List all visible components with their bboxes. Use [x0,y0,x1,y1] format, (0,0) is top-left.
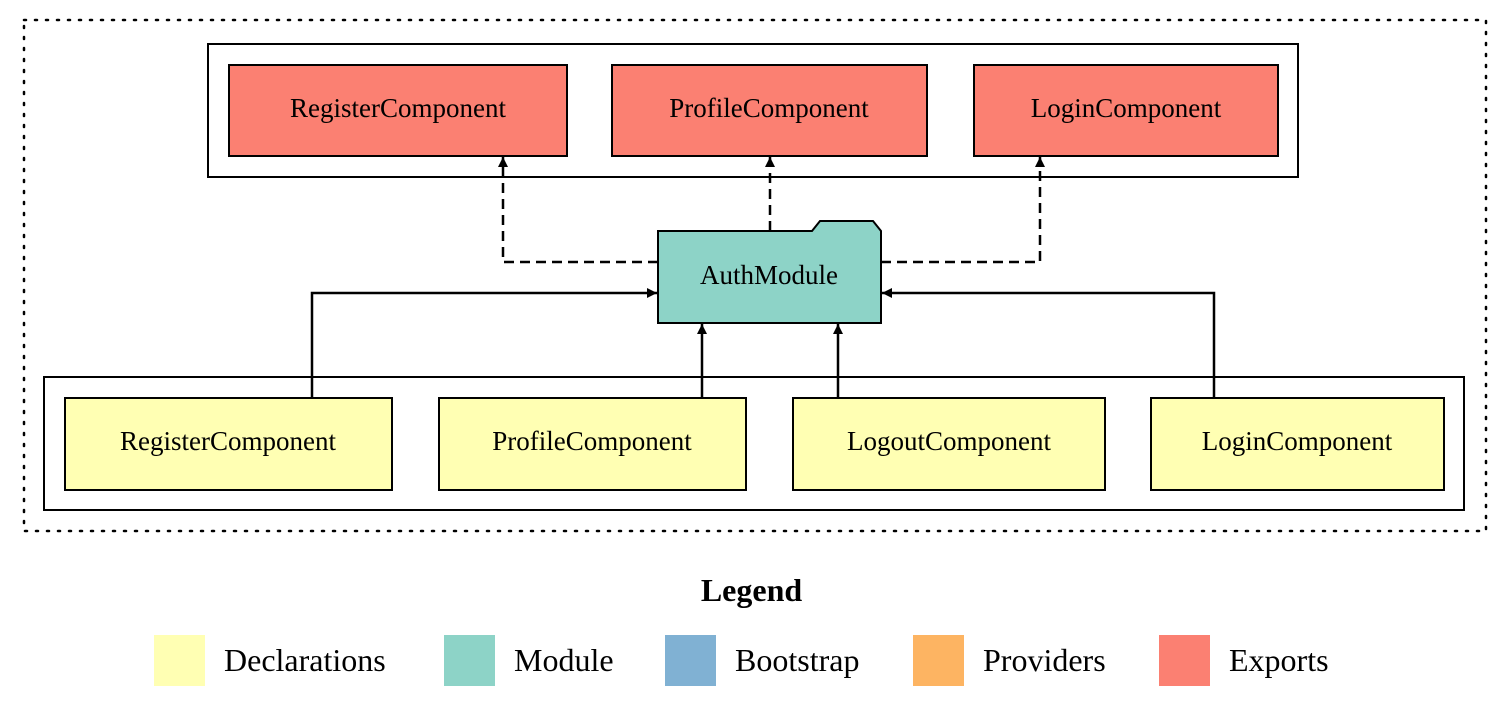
legend-title: Legend [700,572,803,608]
legend-item-bootstrap: Bootstrap [665,634,859,686]
declaration-node-logout[interactable]: LogoutComponent [792,397,1106,491]
legend-item-exports: Exports [1159,634,1329,686]
legend-label-providers: Providers [983,642,1106,678]
legend-swatch-declarations [154,634,205,686]
declaration-edge-register [310,288,657,398]
legend-swatch-providers [913,634,964,686]
export-node-profile[interactable]: ProfileComponent [611,64,928,157]
export-label-profile: ProfileComponent [669,93,869,123]
export-label-login: LoginComponent [1031,93,1222,123]
legend-label-exports: Exports [1229,642,1329,678]
folder-icon [657,220,882,324]
declaration-label-profile: ProfileComponent [492,426,692,456]
legend-label-declarations: Declarations [224,642,386,678]
legend-item-module: Module [444,634,614,686]
export-node-login[interactable]: LoginComponent [973,64,1279,157]
diagram-boundary [22,18,1488,533]
legend-item-declarations: Declarations [154,634,386,686]
module-node-authmodule[interactable]: AuthModule [657,220,882,324]
legend-label-bootstrap: Bootstrap [735,642,860,678]
declaration-label-login: LoginComponent [1202,426,1393,456]
legend-swatch-bootstrap [665,634,716,686]
legend-item-providers: Providers [913,634,1106,686]
declaration-node-profile[interactable]: ProfileComponent [438,397,747,491]
export-label-register: RegisterComponent [290,93,506,123]
declaration-node-login[interactable]: LoginComponent [1150,397,1445,491]
legend-swatch-exports [1159,634,1210,686]
export-edge-register [498,157,658,264]
legend-label-module: Module [514,642,614,678]
declarations-cluster [43,376,1465,511]
declaration-label-logout: LogoutComponent [847,426,1051,456]
module-label: AuthModule [700,260,838,290]
export-node-register[interactable]: RegisterComponent [228,64,568,157]
declaration-label-register: RegisterComponent [120,426,336,456]
exports-cluster [207,43,1299,178]
legend-swatch-module [444,634,495,686]
declaration-edge-login [882,288,1216,398]
export-edge-login [881,157,1045,264]
declaration-node-register[interactable]: RegisterComponent [64,397,393,491]
